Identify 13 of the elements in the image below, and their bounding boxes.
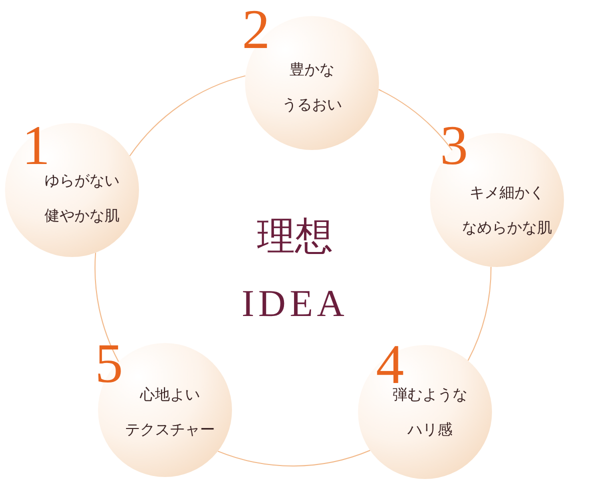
- connector-arc: [217, 450, 371, 466]
- number-label: 5: [95, 336, 123, 392]
- connector-arc: [378, 89, 453, 151]
- number-label: 2: [242, 2, 270, 58]
- number-label: 3: [440, 118, 468, 174]
- feature-text: キメ細かくなめらかな肌: [461, 182, 553, 238]
- feature-text: 豊かなうるおい: [281, 60, 343, 115]
- center-heading: 理想: [256, 218, 334, 256]
- connector-arc: [468, 266, 492, 362]
- connector-arc: [129, 75, 246, 156]
- center-heading: IDEA: [240, 285, 350, 323]
- feature-text: 心地よいテクスチャー: [124, 384, 216, 440]
- connector-arc: [94, 252, 120, 362]
